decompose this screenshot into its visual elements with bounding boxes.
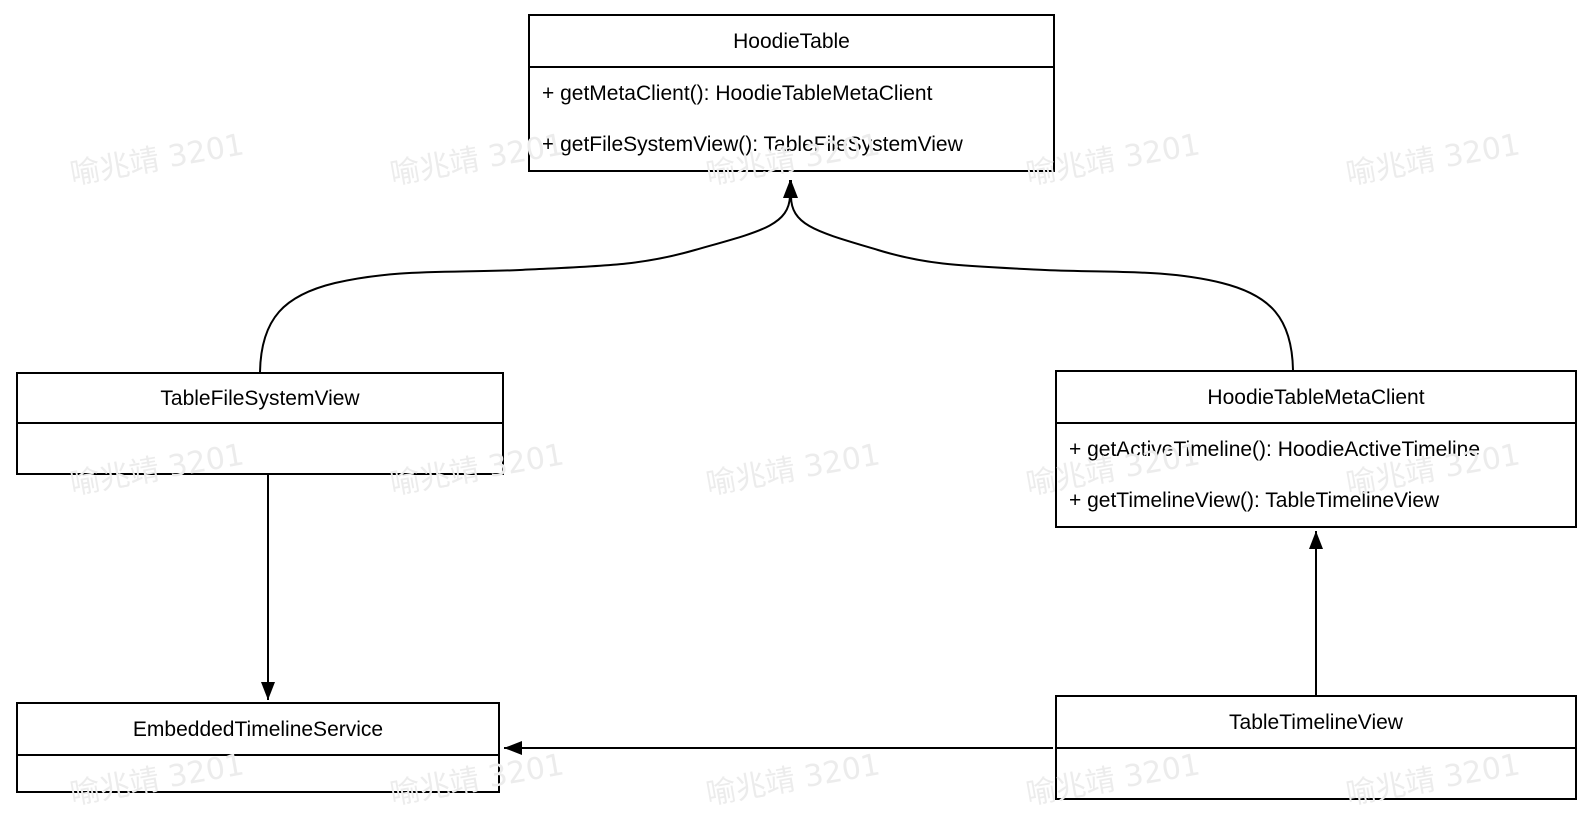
class-box-tablefilesystemview: TableFileSystemView — [16, 372, 504, 475]
class-methods: + getActiveTimeline(): HoodieActiveTimel… — [1057, 424, 1575, 526]
class-name: EmbeddedTimelineService — [18, 704, 498, 756]
watermark-text: 喻兆靖 3201 — [67, 127, 247, 193]
edge-hoodietablemetaclient-to-hoodietable — [784, 180, 1294, 371]
class-name: TableFileSystemView — [18, 374, 502, 424]
method-label: + getMetaClient(): HoodieTableMetaClient — [542, 81, 933, 105]
class-box-hoodietablemetaclient: HoodieTableMetaClient + getActiveTimelin… — [1055, 370, 1577, 528]
class-name: TableTimelineView — [1057, 697, 1575, 749]
method-label: + getTimelineView(): TableTimelineView — [1069, 488, 1440, 512]
edge-tablefilesystemview-to-hoodietable — [259, 180, 797, 373]
class-name: HoodieTableMetaClient — [1057, 372, 1575, 424]
class-box-hoodietable: HoodieTable + getMetaClient(): HoodieTab… — [528, 14, 1055, 172]
method-label: + getActiveTimeline(): HoodieActiveTimel… — [1069, 437, 1481, 461]
method-label: + getFileSystemView(): TableFileSystemVi… — [542, 132, 963, 156]
class-box-embeddedtimelineservice: EmbeddedTimelineService — [16, 702, 500, 793]
class-methods — [1057, 749, 1575, 798]
watermark-text: 喻兆靖 3201 — [703, 747, 883, 813]
class-methods: + getMetaClient(): HoodieTableMetaClient… — [530, 68, 1053, 170]
watermark-text: 喻兆靖 3201 — [1343, 127, 1523, 193]
class-box-tabletimelineview: TableTimelineView — [1055, 695, 1577, 800]
watermark-text: 喻兆靖 3201 — [703, 437, 883, 503]
class-methods — [18, 424, 502, 473]
class-name: HoodieTable — [530, 16, 1053, 68]
class-methods — [18, 756, 498, 791]
